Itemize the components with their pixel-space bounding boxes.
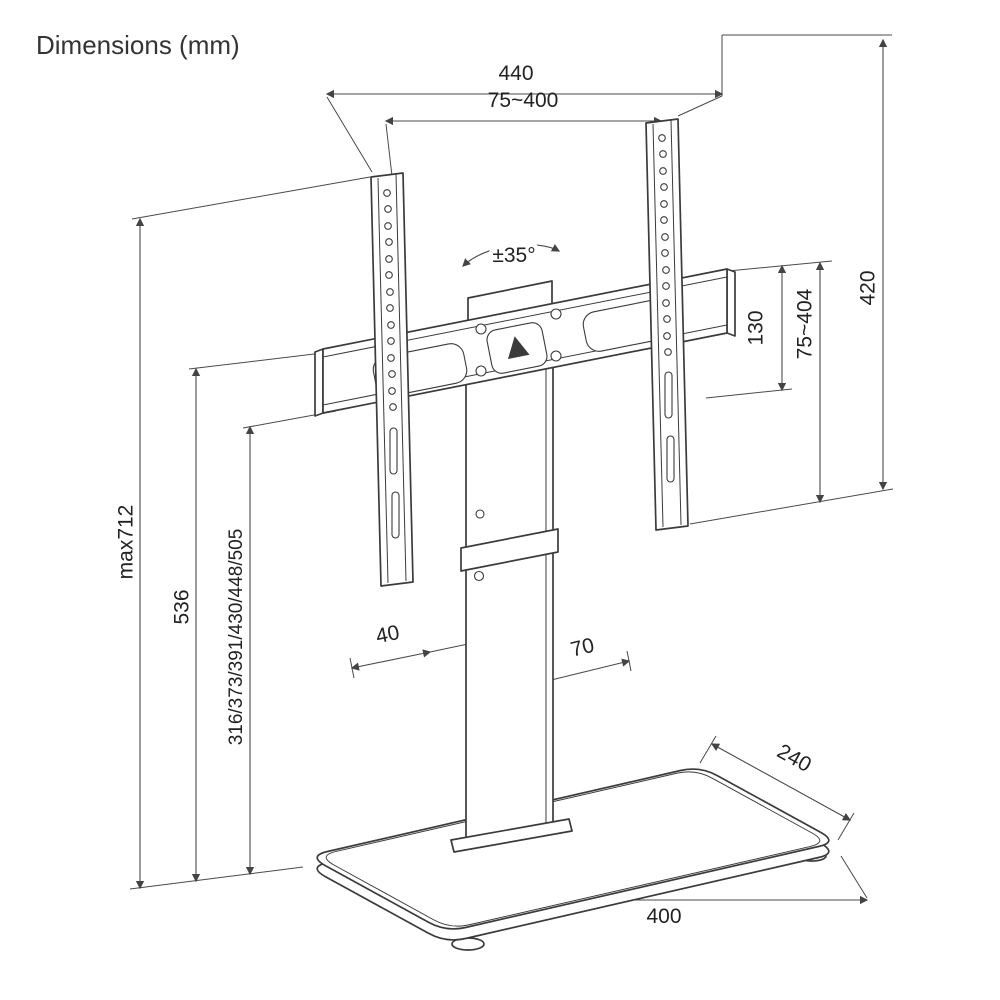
swivel-arrow xyxy=(462,244,561,267)
label-base-width: 400 xyxy=(646,905,681,928)
vesa-holes-right xyxy=(658,134,672,356)
vesa-bracket-left xyxy=(370,172,414,587)
dim-vesa-width xyxy=(384,116,666,177)
label-column-width: 70 xyxy=(568,634,596,662)
vesa-slot-right-lower xyxy=(666,435,675,483)
label-bracket-height: 420 xyxy=(857,270,880,305)
dim-base-depth xyxy=(699,735,855,841)
label-base-depth: 240 xyxy=(773,740,815,777)
vesa-slot-right-upper xyxy=(664,371,673,419)
label-height-settings: 316/373/391/430/448/505 xyxy=(226,529,247,746)
label-height-column: 536 xyxy=(171,589,194,624)
dim-overall-width xyxy=(325,34,892,173)
mounting-bar xyxy=(314,268,736,417)
column-joint-collar xyxy=(460,528,559,572)
bar-endcap-right xyxy=(726,268,736,337)
vesa-bracket-right xyxy=(645,118,689,531)
dim-column-depth xyxy=(349,643,469,679)
column-screw-lower xyxy=(473,570,485,582)
vesa-slot-left-upper xyxy=(389,427,398,475)
brand-triangle-icon xyxy=(507,336,530,359)
labels: Dimensions (mm) 440 75~400 ±35° 130 75~4… xyxy=(36,30,880,928)
bar-cutout-center xyxy=(486,322,548,374)
label-bar-height: 130 xyxy=(745,310,768,345)
label-overall-width: 440 xyxy=(498,62,533,85)
label-height-max: max712 xyxy=(115,505,138,580)
base-plate xyxy=(316,768,830,951)
label-column-depth: 40 xyxy=(374,621,401,648)
column-screw-upper xyxy=(475,509,485,519)
column xyxy=(450,366,573,853)
column-foot xyxy=(450,818,573,853)
label-vesa-width: 75~400 xyxy=(488,89,559,112)
label-vesa-height: 75~404 xyxy=(794,288,817,359)
vesa-slot-left-lower xyxy=(391,491,400,539)
bar-endcap-left xyxy=(314,348,324,417)
vesa-holes-left xyxy=(383,189,397,411)
label-swivel-angle: ±35° xyxy=(492,244,535,267)
page-title: Dimensions (mm) xyxy=(36,30,240,60)
bar-screws xyxy=(475,308,562,377)
